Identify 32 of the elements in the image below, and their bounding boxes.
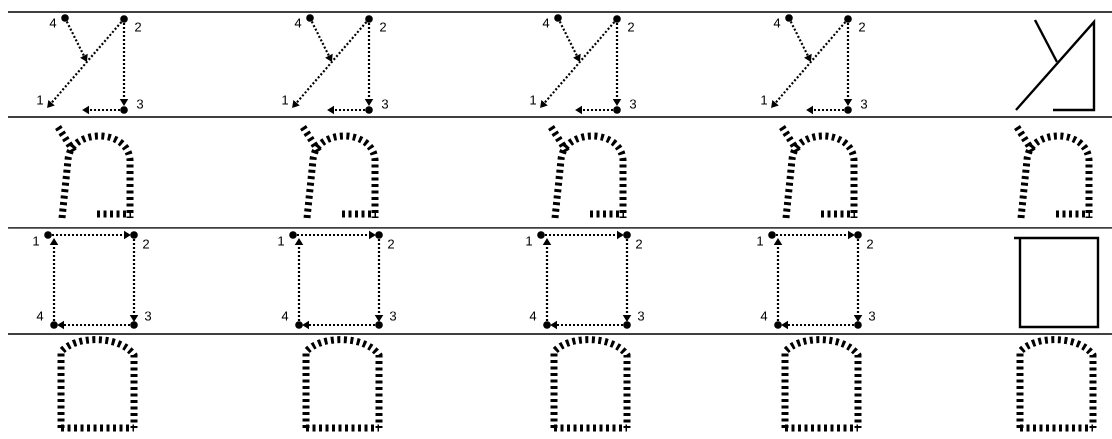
stroke-number: 3 <box>389 311 397 321</box>
stroke-number: 2 <box>135 22 141 32</box>
stroke-number: 4 <box>36 311 44 321</box>
stroke-number: 1 <box>526 236 532 246</box>
stroke-number: 3 <box>144 311 152 321</box>
stroke-number: 3 <box>136 99 144 109</box>
stroke-number: 1 <box>37 95 43 105</box>
stroke-number: 1 <box>761 95 767 105</box>
stroke-number: 2 <box>388 239 394 249</box>
stroke-number: 1 <box>278 236 284 246</box>
stroke-number: 4 <box>529 311 537 321</box>
stroke-number: 2 <box>628 22 634 32</box>
stroke-number: 3 <box>860 99 868 109</box>
stroke-number: 3 <box>381 99 389 109</box>
stroke-number: 4 <box>542 18 550 28</box>
stroke-number: 2 <box>143 239 149 249</box>
stroke-number: 2 <box>380 22 386 32</box>
stroke-number: 1 <box>530 95 536 105</box>
stroke-number: 3 <box>629 99 637 109</box>
stroke-number: 1 <box>33 236 39 246</box>
stroke-number: 4 <box>49 18 57 28</box>
stroke-number: 2 <box>867 239 873 249</box>
stroke-number: 4 <box>281 311 289 321</box>
stroke-number: 3 <box>637 311 645 321</box>
stroke-number: 4 <box>760 311 768 321</box>
stroke-number: 3 <box>868 311 876 321</box>
stroke-number: 4 <box>294 18 302 28</box>
stroke-number: 1 <box>757 236 763 246</box>
stroke-number: 2 <box>859 22 865 32</box>
stroke-number: 4 <box>773 18 781 28</box>
stroke-number: 1 <box>282 95 288 105</box>
stroke-number: 2 <box>636 239 642 249</box>
